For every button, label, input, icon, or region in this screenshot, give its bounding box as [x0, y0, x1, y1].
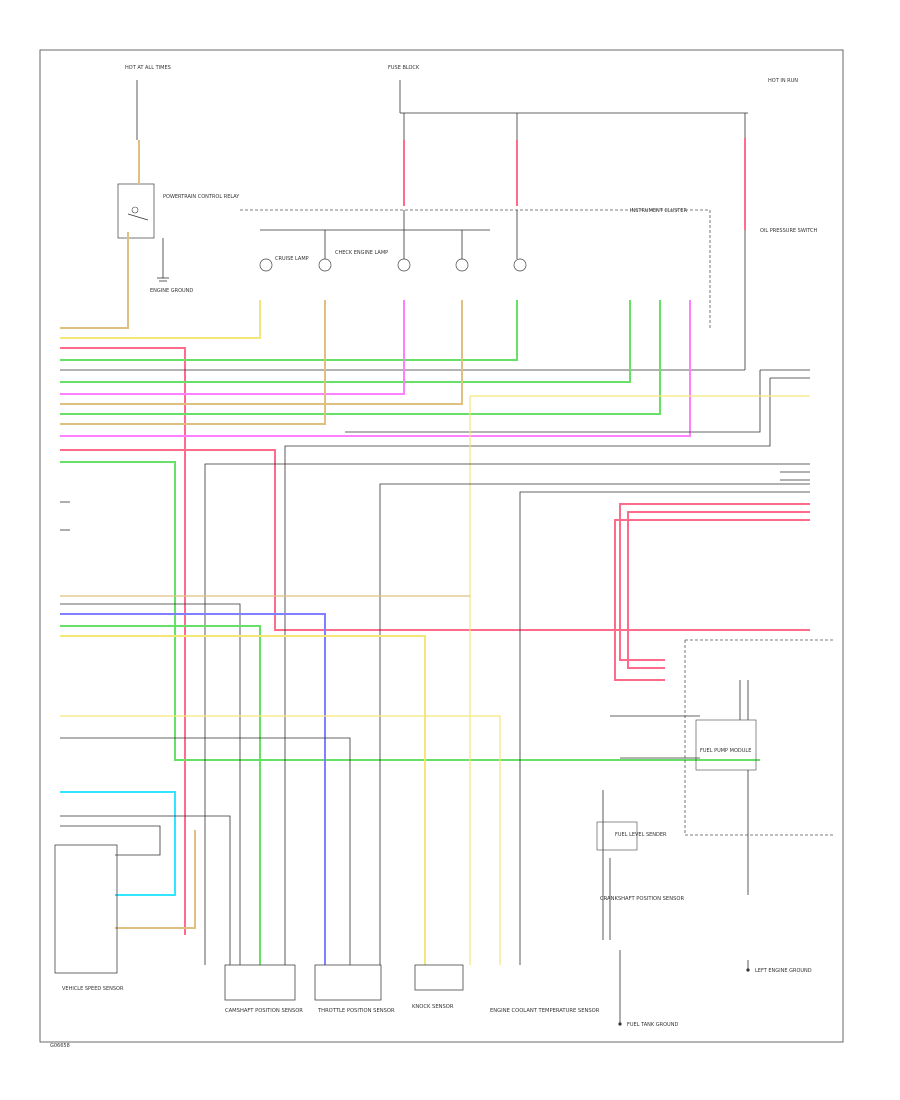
instrument-cluster-label: INSTRUMENT CLUSTER — [630, 208, 688, 214]
svg-text:CAMSHAFT POSITION SENSOR: CAMSHAFT POSITION SENSOR — [225, 1008, 303, 1014]
knock-sensor: KNOCK SENSOR — [412, 964, 464, 1010]
svg-text:CRUISE LAMP: CRUISE LAMP — [275, 256, 309, 262]
cruise-lamp: CRUISE LAMP — [259, 256, 309, 272]
powertrain-control-relay — [117, 183, 155, 239]
svg-text:VEHICLE SPEED SENSOR: VEHICLE SPEED SENSOR — [62, 986, 124, 992]
powertrain-control-relay-label: POWERTRAIN CONTROL RELAY — [163, 194, 240, 200]
vehicle-speed-sensor: VEHICLE SPEED SENSOR — [54, 844, 124, 992]
check-engine-lamp: CHECK ENGINE LAMP — [318, 250, 388, 272]
fuel-level-sender: FUEL LEVEL SENDER — [596, 790, 667, 940]
figure-code: G06658 — [50, 1043, 70, 1049]
coolant-temperature-sensor: ENGINE COOLANT TEMPERATURE SENSOR — [490, 1008, 600, 1014]
svg-text:KNOCK SENSOR: KNOCK SENSOR — [412, 1004, 454, 1010]
harness-wires — [60, 232, 810, 965]
lamp-3 — [397, 258, 411, 272]
top-power-section: HOT AT ALL TIMES FUSE BLOCK HOT IN RUN P… — [117, 65, 798, 294]
throttle-position-sensor: THROTTLE POSITION SENSOR — [314, 964, 395, 1014]
svg-text:CRANKSHAFT POSITION SENSOR: CRANKSHAFT POSITION SENSOR — [600, 896, 684, 902]
svg-text:THROTTLE POSITION SENSOR: THROTTLE POSITION SENSOR — [317, 1008, 395, 1014]
fuel-pump-module: FUEL PUMP MODULE — [610, 639, 835, 895]
lamp-5 — [513, 258, 527, 272]
fuse-block-label: FUSE BLOCK — [388, 65, 420, 71]
engine-ground-label: ENGINE GROUND — [150, 288, 193, 294]
svg-text:FUEL TANK GROUND: FUEL TANK GROUND — [627, 1022, 678, 1028]
svg-text:FUEL LEVEL SENDER: FUEL LEVEL SENDER — [615, 832, 667, 838]
hot-at-all-times-label: HOT AT ALL TIMES — [125, 65, 171, 71]
instrument-cluster: INSTRUMENT CLUSTER CRUISE LAMP CHECK ENG… — [240, 208, 711, 330]
hot-in-run-right-label: HOT IN RUN — [768, 78, 798, 84]
diagram-frame — [39, 49, 844, 1043]
svg-text:ENGINE COOLANT TEMPERATURE SEN: ENGINE COOLANT TEMPERATURE SENSOR — [490, 1008, 600, 1014]
svg-text:FUEL PUMP MODULE: FUEL PUMP MODULE — [700, 748, 751, 754]
svg-text:CHECK ENGINE LAMP: CHECK ENGINE LAMP — [335, 250, 388, 256]
oil-pressure-switch: OIL PRESSURE SWITCH — [744, 228, 818, 370]
svg-text:OIL PRESSURE SWITCH: OIL PRESSURE SWITCH — [760, 228, 818, 234]
left-engine-ground: LEFT ENGINE GROUND — [746, 960, 812, 974]
svg-text:LEFT ENGINE GROUND: LEFT ENGINE GROUND — [755, 968, 812, 974]
crankshaft-position-sensor: CRANKSHAFT POSITION SENSOR — [600, 896, 684, 902]
fuel-tank-ground: FUEL TANK GROUND — [618, 950, 678, 1028]
lamp-4 — [455, 258, 469, 272]
camshaft-position-sensor: CAMSHAFT POSITION SENSOR — [224, 964, 303, 1014]
